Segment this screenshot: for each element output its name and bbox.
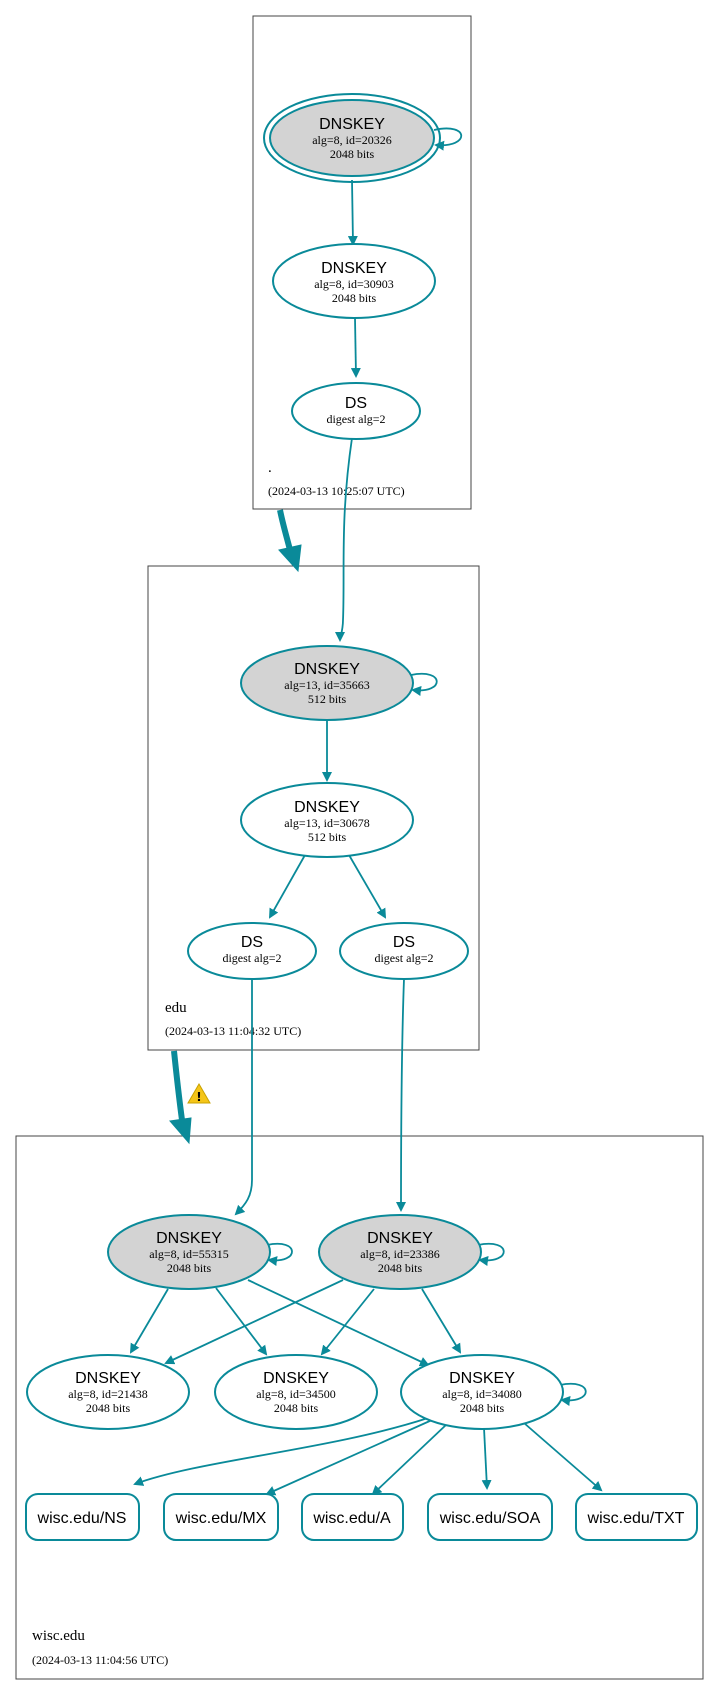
node-title: DS [345,395,367,412]
node-alg-id: alg=8, id=21438 [68,1387,148,1401]
edge-wisc-zsk3-soa [481,1427,492,1490]
node-bits: 2048 bits [167,1261,212,1275]
node-digest: digest alg=2 [374,951,433,965]
dnskey-node-wisc-zsk-3[interactable]: DNSKEY alg=8, id=34080 2048 bits [400,1354,564,1430]
node-alg-id: alg=8, id=55315 [149,1247,229,1261]
zone-name-wisc: wisc.edu [32,1628,85,1644]
warning-icon[interactable]: ! [187,1083,211,1104]
node-title: DS [241,934,263,951]
node-bits: 2048 bits [378,1261,423,1275]
rrset-node-a[interactable]: wisc.edu/A [301,1493,404,1541]
rrset-label: wisc.edu/A [312,1510,391,1527]
rrset-label: wisc.edu/MX [175,1510,267,1527]
rrset-node-mx[interactable]: wisc.edu/MX [163,1493,279,1541]
delegation-arrowhead-root-edu [278,544,302,573]
zone-box-root [252,15,472,510]
edge-wisc-ksk2-zsk2 [320,1288,375,1356]
edge-wisc-ksk1-zsk3 [247,1279,430,1367]
edge-root-ksk-zsk [347,179,358,246]
node-title: DNSKEY [294,799,360,816]
node-title: DNSKEY [321,260,387,277]
node-bits: 2048 bits [332,291,377,305]
edge-edu-ksk-self [410,672,438,696]
rrset-node-txt[interactable]: wisc.edu/TXT [575,1493,698,1541]
zone-box-wisc [15,1135,704,1680]
node-bits: 512 bits [308,692,347,706]
edge-wisc-ksk1-self [266,1242,293,1266]
edge-edu-zsk-ds1 [269,854,306,919]
dnskey-node-edu-ksk[interactable]: DNSKEY alg=13, id=35663 512 bits [240,645,414,721]
dnskey-node-edu-zsk[interactable]: DNSKEY alg=13, id=30678 512 bits [240,782,414,858]
edge-wisc-zsk3-mx [265,1419,433,1496]
dnskey-node-wisc-ksk-1[interactable]: DNSKEY alg=8, id=55315 2048 bits [107,1214,271,1290]
rrset-label: wisc.edu/NS [37,1510,127,1527]
ds-node-root[interactable]: DS digest alg=2 [291,382,421,440]
edge-edu-zsk-ds2 [348,854,387,919]
ds-node-edu-1[interactable]: DS digest alg=2 [187,922,317,980]
node-alg-id: alg=13, id=30678 [284,816,370,830]
rrset-node-soa[interactable]: wisc.edu/SOA [427,1493,553,1541]
node-title: DNSKEY [294,661,360,678]
node-bits: 2048 bits [274,1401,319,1415]
zone-name-edu: edu [165,1000,187,1016]
dnskey-node-wisc-ksk-2[interactable]: DNSKEY alg=8, id=23386 2048 bits [318,1214,482,1290]
svg-text:!: ! [196,1090,201,1104]
edge-wisc-zsk3-txt [523,1422,603,1492]
dnskey-node-root-zsk[interactable]: DNSKEY alg=8, id=30903 2048 bits [272,243,436,319]
edge-edu-ds1-wisc-ksk1 [234,979,253,1216]
edge-root-ds-edu-ksk [335,437,353,642]
edge-wisc-zsk3-ns [133,1417,429,1486]
rrset-label: wisc.edu/TXT [587,1510,685,1527]
edge-root-ksk-self [433,127,463,151]
edge-wisc-ksk2-self [477,1242,505,1266]
node-title: DNSKEY [156,1230,222,1247]
node-title: DNSKEY [319,116,385,133]
ds-node-edu-2[interactable]: DS digest alg=2 [339,922,469,980]
rrset-node-ns[interactable]: wisc.edu/NS [25,1493,140,1541]
edge-wisc-zsk3-a [371,1423,448,1496]
node-title: DS [393,934,415,951]
node-bits: 2048 bits [330,147,375,161]
dnskey-node-root-ksk[interactable]: DNSKEY alg=8, id=20326 2048 bits [263,93,441,183]
dnskey-node-wisc-zsk-2[interactable]: DNSKEY alg=8, id=34500 2048 bits [214,1354,378,1430]
dnskey-node-wisc-zsk-1[interactable]: DNSKEY alg=8, id=21438 2048 bits [26,1354,190,1430]
node-alg-id: alg=8, id=20326 [312,133,392,147]
node-title: DNSKEY [449,1370,515,1387]
node-alg-id: alg=13, id=35663 [284,678,370,692]
node-bits: 2048 bits [86,1401,131,1415]
node-digest: digest alg=2 [222,951,281,965]
delegation-arrow-root-edu [277,509,293,551]
node-alg-id: alg=8, id=34080 [442,1387,522,1401]
rrset-label: wisc.edu/SOA [439,1510,541,1527]
zone-timestamp-root: (2024-03-13 10:25:07 UTC) [268,484,405,498]
node-alg-id: alg=8, id=34500 [256,1387,336,1401]
delegation-arrow-edu-wisc [171,1050,185,1121]
edge-wisc-ksk2-zsk3 [421,1288,462,1354]
node-title: DNSKEY [367,1230,433,1247]
node-title: DNSKEY [263,1370,329,1387]
edge-wisc-ksk2-zsk1 [164,1279,344,1365]
node-digest: digest alg=2 [326,412,385,426]
edge-wisc-ksk1-zsk1 [129,1288,169,1354]
edge-root-zsk-ds [350,317,361,378]
node-alg-id: alg=8, id=23386 [360,1247,440,1261]
node-alg-id: alg=8, id=30903 [314,277,394,291]
zone-name-root: . [268,460,272,476]
edge-wisc-zsk3-self [559,1382,587,1406]
node-bits: 512 bits [308,830,347,844]
edge-wisc-ksk1-zsk2 [215,1287,268,1356]
zone-box-edu [147,565,480,1051]
zone-timestamp-edu: (2024-03-13 11:04:32 UTC) [165,1024,301,1038]
node-bits: 2048 bits [460,1401,505,1415]
zone-timestamp-wisc: (2024-03-13 11:04:56 UTC) [32,1653,168,1667]
delegation-arrowhead-edu-wisc [169,1117,192,1145]
edge-edu-ds2-wisc-ksk2 [396,978,407,1212]
node-title: DNSKEY [75,1370,141,1387]
